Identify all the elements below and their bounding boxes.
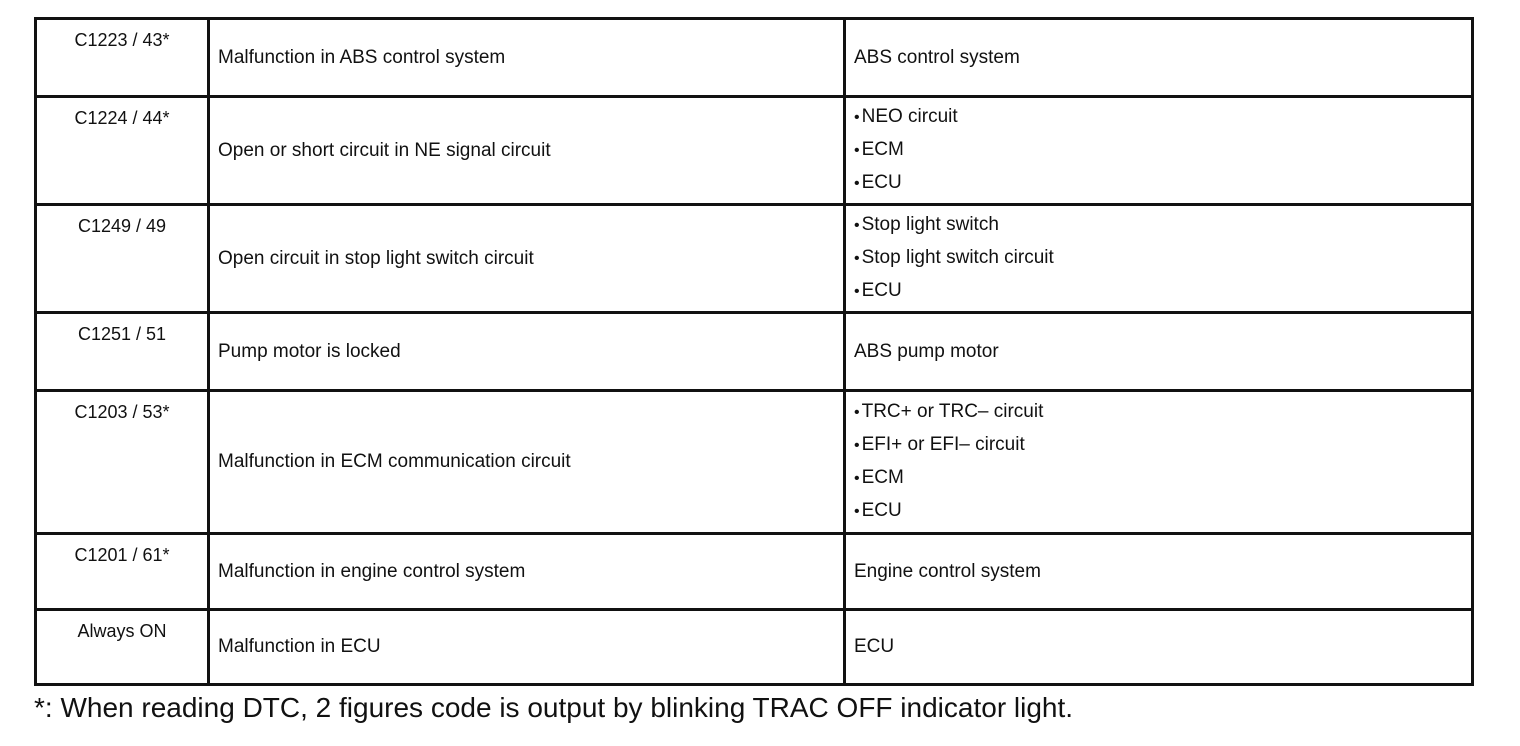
dtc-table: C1223 / 43* Malfunction in ABS control s… — [34, 17, 1474, 686]
trouble-area: Stop light switch Stop light switch circ… — [843, 203, 1474, 314]
footnote: *: When reading DTC, 2 figures code is o… — [34, 692, 1074, 723]
trouble-area-item: Stop light switch circuit — [854, 242, 1463, 275]
table-row: C1201 / 61* Malfunction in engine contro… — [34, 532, 1474, 611]
dtc-code: C1201 / 61* — [34, 532, 210, 611]
trouble-area-text: Engine control system — [854, 560, 1041, 582]
table-row: C1224 / 44* Open or short circuit in NE … — [34, 95, 1474, 206]
table-row: C1203 / 53* Malfunction in ECM communica… — [34, 389, 1474, 535]
trouble-area: NEO circuit ECM ECU — [843, 95, 1474, 206]
dtc-code: Always ON — [34, 608, 210, 686]
dtc-code: C1203 / 53* — [34, 389, 210, 535]
trouble-area-text: ABS pump motor — [854, 340, 999, 362]
problem-description: Malfunction in ECU — [207, 608, 846, 686]
trouble-area-list: Stop light switch Stop light switch circ… — [854, 207, 1463, 310]
problem-description: Open or short circuit in NE signal circu… — [207, 95, 846, 206]
trouble-area-text: ECU — [854, 636, 895, 657]
trouble-area: ABS pump motor — [843, 311, 1474, 392]
dtc-code: C1251 / 51 — [34, 311, 210, 392]
dtc-code: C1224 / 44* — [34, 95, 210, 206]
trouble-area-item: ECU — [854, 275, 1463, 308]
problem-description: Open circuit in stop light switch circui… — [207, 203, 846, 314]
problem-description: Malfunction in engine control system — [207, 532, 846, 611]
trouble-area-item: NEO circuit — [854, 101, 1463, 134]
problem-description: Malfunction in ECM communication circuit — [207, 389, 846, 535]
trouble-area-list: NEO circuit ECM ECU — [854, 99, 1463, 202]
trouble-area: TRC+ or TRC– circuit EFI+ or EFI– circui… — [843, 389, 1474, 535]
dtc-code: C1249 / 49 — [34, 203, 210, 314]
trouble-area-item: EFI+ or EFI– circuit — [854, 429, 1463, 462]
table-row: C1249 / 49 Open circuit in stop light sw… — [34, 203, 1474, 314]
table-row: Always ON Malfunction in ECU ECU — [34, 608, 1474, 686]
table-row: C1251 / 51 Pump motor is locked ABS pump… — [34, 311, 1474, 392]
trouble-area-text: ABS control system — [854, 46, 1020, 68]
trouble-area: ABS control system — [843, 17, 1474, 98]
dtc-code: C1223 / 43* — [34, 17, 210, 98]
trouble-area-item: TRC+ or TRC– circuit — [854, 396, 1463, 429]
trouble-area-item: ECM — [854, 134, 1463, 167]
problem-description: Pump motor is locked — [207, 311, 846, 392]
trouble-area: ECU — [843, 608, 1474, 686]
trouble-area-item: ECM — [854, 462, 1463, 495]
table-row: C1223 / 43* Malfunction in ABS control s… — [34, 17, 1474, 98]
trouble-area-item: ECU — [854, 167, 1463, 200]
trouble-area-list: TRC+ or TRC– circuit EFI+ or EFI– circui… — [854, 394, 1463, 530]
trouble-area-item: ECU — [854, 495, 1463, 528]
trouble-area: Engine control system — [843, 532, 1474, 611]
trouble-area-item: Stop light switch — [854, 209, 1463, 242]
problem-description: Malfunction in ABS control system — [207, 17, 846, 98]
